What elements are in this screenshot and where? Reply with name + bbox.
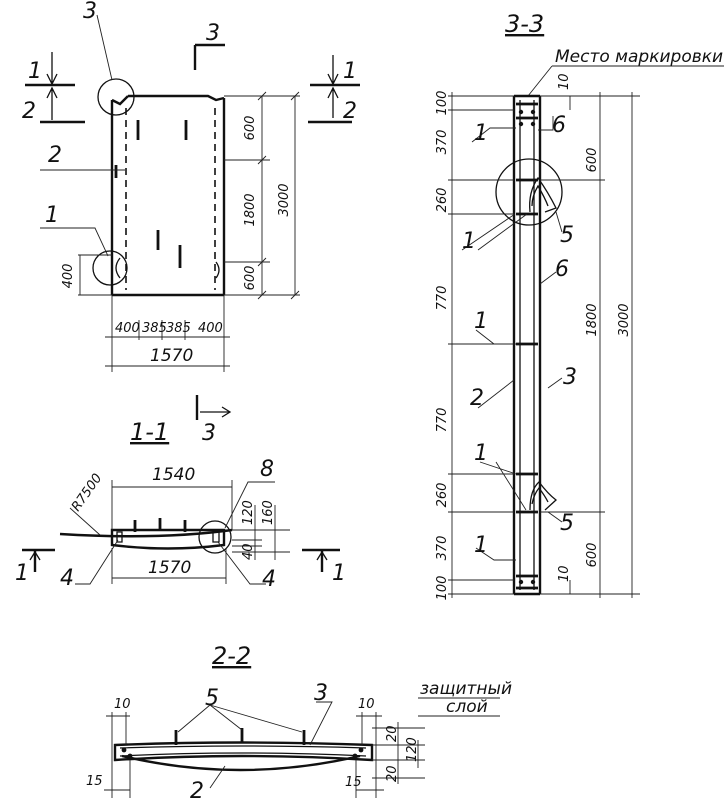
section-1-1: 1-1 R7500 1540 1570 8 120 160 40 4 4 1: [15, 418, 346, 592]
dim-left-4: 770: [435, 408, 450, 433]
front-callout-1: 1: [45, 203, 59, 228]
dim-10-left: 10: [114, 697, 131, 712]
dim-1570-section: 1570: [148, 558, 191, 578]
dim-1540: 1540: [152, 465, 195, 485]
dim-40: 40: [241, 543, 256, 560]
dim-left-6: 370: [435, 536, 450, 561]
front-callout-2: 2: [48, 143, 62, 168]
dim-left-5: 260: [435, 483, 450, 508]
callout-8: 8: [260, 457, 274, 482]
callout-2-bottom: 2: [190, 779, 204, 800]
dim-left-0: 100: [435, 91, 450, 116]
dim-left-2: 260: [435, 188, 450, 213]
section-3-3-title: 3-3: [505, 10, 544, 38]
dim-w4: 400: [198, 321, 223, 336]
dim-right-3000: 3000: [617, 303, 632, 336]
left-dims-3-3: 100 370 260 770 770 260 370 100: [435, 91, 450, 601]
radius-label: R7500: [69, 471, 105, 514]
dim-1570-front: 1570: [150, 346, 193, 366]
dim-3000: 3000: [277, 183, 292, 216]
dim-right-10-bottom: 10: [557, 565, 572, 582]
dim-w2: 385: [142, 321, 167, 336]
callout-2: 2: [470, 386, 484, 411]
marking-place-label: Место маркировки: [555, 47, 723, 67]
dim-120: 120: [241, 500, 256, 525]
dim-20-top: 20: [385, 725, 400, 742]
dim-600-bottom: 600: [243, 266, 258, 291]
marker-1-left: 1: [28, 59, 42, 84]
dim-1800: 1800: [243, 193, 258, 226]
dim-20-bottom: 20: [385, 765, 400, 782]
callout-6-a: 6: [552, 113, 566, 138]
dim-600-top: 600: [243, 116, 258, 141]
cut-3-bottom-label: 3: [202, 421, 216, 446]
front-view: 3 1 2 1 2 3 2: [22, 0, 360, 446]
front-callout-3: 3: [83, 0, 97, 24]
protective-layer-line2: слой: [446, 697, 488, 717]
dim-400-left: 400: [61, 264, 76, 289]
dim-w1: 400: [115, 321, 140, 336]
section-3-3: 3-3 Место маркировки 100 370 260 770 770…: [435, 10, 724, 600]
callout-4-right: 4: [262, 567, 276, 592]
dim-left-1: 370: [435, 130, 450, 155]
callout-1-d: 1: [474, 441, 488, 466]
marker-2-left: 2: [22, 99, 36, 124]
cut-3-top-label: 3: [206, 21, 220, 46]
section-2-2: 2-2 5 3 2 защитный слой 10 10 15 15 20 1…: [86, 642, 512, 800]
cut-1-right: 1: [332, 561, 346, 586]
callout-6-b: 6: [555, 257, 569, 282]
marker-1-right: 1: [343, 59, 357, 84]
dim-right-1800: 1800: [585, 303, 600, 336]
callout-3: 3: [563, 365, 577, 390]
dim-160: 160: [261, 500, 276, 525]
dim-15-left: 15: [86, 774, 103, 789]
marker-2-right: 2: [343, 99, 357, 124]
dim-right-600-top: 600: [585, 148, 600, 173]
callout-5-bottom: 5: [205, 686, 219, 711]
dim-right-600-bottom: 600: [585, 543, 600, 568]
cut-1-left: 1: [15, 561, 29, 586]
callout-1-c: 1: [474, 309, 488, 334]
dim-15-right: 15: [345, 775, 362, 790]
callout-5-b: 5: [560, 511, 574, 536]
callout-1-e: 1: [474, 533, 488, 558]
section-2-2-title: 2-2: [212, 642, 251, 670]
callout-5-a: 5: [560, 223, 574, 248]
dim-left-3: 770: [435, 286, 450, 311]
callout-1-a: 1: [474, 121, 488, 146]
dim-10-right: 10: [358, 697, 375, 712]
dim-right-10-top: 10: [557, 73, 572, 90]
dim-120-22: 120: [405, 737, 420, 762]
dim-left-7: 100: [435, 576, 450, 601]
callout-4-left: 4: [60, 566, 74, 591]
dim-w3: 385: [166, 321, 191, 336]
callout-3-bottom: 3: [314, 681, 328, 706]
protective-layer-line1: защитный: [420, 679, 512, 699]
callout-1-b: 1: [462, 229, 476, 254]
section-1-1-title: 1-1: [130, 418, 169, 446]
